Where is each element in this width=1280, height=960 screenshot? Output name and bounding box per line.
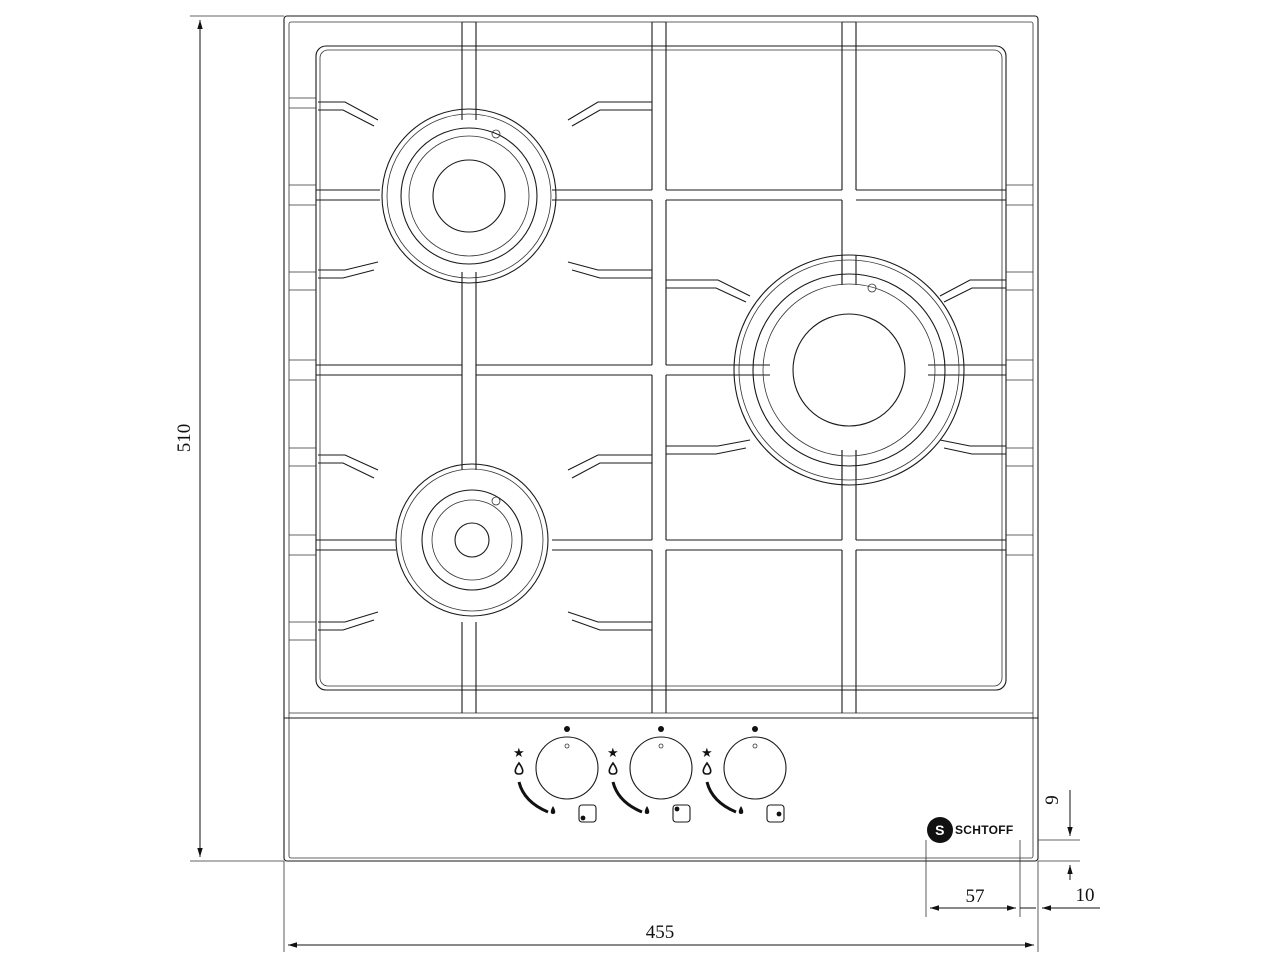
dimension-width: 455 xyxy=(283,861,1039,952)
control-panel: ★ ★ ★ xyxy=(513,726,787,823)
star-icon: ★ xyxy=(701,745,713,760)
brand-logo-letter: S xyxy=(935,822,945,838)
dimension-margin-right-label: 10 xyxy=(1076,885,1095,906)
rear-left-burner xyxy=(381,108,557,284)
small-flame-icon xyxy=(644,806,650,814)
arc-icon xyxy=(705,781,737,814)
knob-3[interactable]: ★ xyxy=(701,726,787,823)
arc-icon xyxy=(517,781,549,814)
burner-position-icon xyxy=(766,804,785,823)
dimension-height-label: 510 xyxy=(174,424,195,453)
brand-logo: S SCHTOFF xyxy=(927,817,1014,843)
pan-supports xyxy=(289,21,1033,713)
flame-icon xyxy=(608,761,618,775)
dimension-logo-offset-label: 57 xyxy=(966,886,985,907)
dimension-logo-offset: 57 xyxy=(925,840,1021,917)
flame-icon xyxy=(702,761,712,775)
arc-icon xyxy=(611,781,643,814)
brand-name: SCHTOFF xyxy=(955,823,1014,837)
flame-icon xyxy=(514,761,524,775)
right-burner xyxy=(733,254,965,486)
dimension-margin-bottom: 9 xyxy=(1038,790,1080,880)
burner-position-icon xyxy=(578,804,597,823)
dimension-width-label: 455 xyxy=(646,922,675,943)
front-left-burner xyxy=(395,463,549,617)
small-flame-icon xyxy=(738,806,744,814)
star-icon: ★ xyxy=(607,745,619,760)
dimension-margin-bottom-label: 9 xyxy=(1042,795,1063,805)
dimension-margin-right: 10 xyxy=(1020,885,1100,911)
knob-2[interactable]: ★ xyxy=(607,726,693,823)
small-flame-icon xyxy=(550,806,556,814)
knob-1[interactable]: ★ xyxy=(513,726,599,823)
burner-position-icon xyxy=(672,804,691,823)
dimension-height: 510 xyxy=(174,15,284,862)
hob-outline xyxy=(283,15,1039,862)
star-icon: ★ xyxy=(513,745,525,760)
